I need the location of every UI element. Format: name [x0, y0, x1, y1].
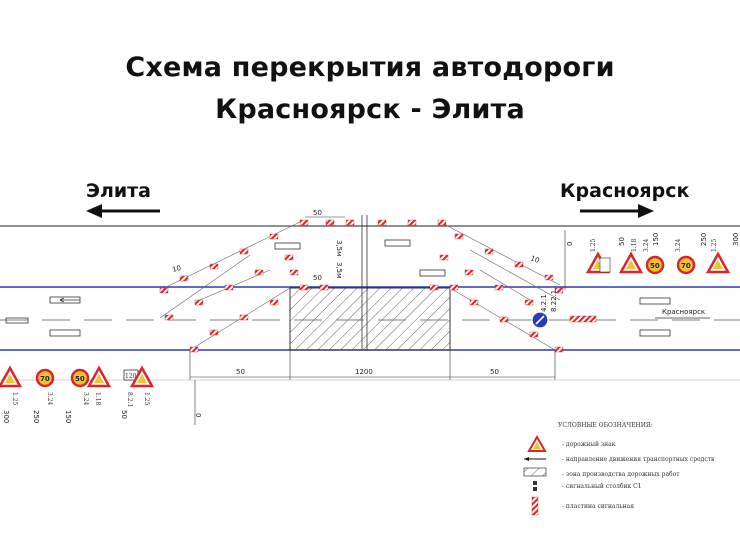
left-code-4: 1.18 — [94, 392, 101, 406]
legend-hatch-icon — [523, 467, 547, 477]
speed-limit-70-sign-icon — [35, 368, 55, 388]
right-code-4: 3.24 — [675, 238, 682, 252]
legend-sign-icon — [527, 434, 547, 452]
bump-sign-icon — [618, 251, 644, 274]
direction-label-right: Красноярск — [560, 180, 690, 202]
legend: УСЛОВНЫЕ ОБОЗНАЧЕНИЯ: - дорожный знак - … — [523, 422, 715, 516]
legend-item-plate: - пластина сигнальная — [562, 503, 634, 510]
legend-item-workzone: - зона производства дорожных работ — [562, 471, 680, 478]
roadworks-sign-icon — [705, 251, 731, 274]
dim-inner-50: 50 — [313, 274, 322, 282]
direction-arrow-right — [580, 204, 654, 218]
sign-group-left: 70 50 1200 — [0, 365, 155, 388]
speed-limit-70-sign-icon — [676, 255, 696, 275]
dim-taper-left: 10 — [171, 264, 182, 274]
dim-taper-right: 10 — [529, 254, 540, 265]
svg-text:70: 70 — [681, 262, 691, 270]
roadworks-sign-icon — [585, 251, 611, 274]
svg-text:1200: 1200 — [125, 373, 140, 380]
lane-arrows — [5, 239, 671, 337]
right-code-3: 3.24 — [643, 238, 650, 252]
left-code-1: 1.25 — [11, 392, 18, 406]
legend-arrow-icon — [524, 457, 546, 461]
speed-limit-50-sign-icon — [645, 255, 665, 275]
right-code-5: 1.25 — [711, 238, 718, 252]
dim-bottom-right: 50 — [490, 368, 499, 376]
bump-sign-icon — [86, 365, 112, 388]
left-distance-0: 0 — [194, 413, 202, 417]
right-distance-50: 50 — [618, 237, 626, 246]
dim-top-work: 50 — [313, 209, 322, 217]
post-code-2: 8.22.1 — [550, 290, 558, 312]
left-code-3: 3.24 — [82, 392, 89, 406]
left-code-5: 8.2.1 — [126, 392, 133, 407]
left-distance-300: 300 — [2, 410, 10, 423]
roadworks-sign-icon — [0, 365, 23, 388]
roadworks-sign-icon — [129, 365, 155, 388]
right-distance-300: 300 — [732, 233, 740, 246]
signal-plates — [159, 219, 597, 353]
svg-text:50: 50 — [75, 375, 85, 383]
svg-text:50: 50 — [650, 262, 660, 270]
legend-item-sign: - дорожный знак — [562, 441, 616, 448]
left-code-2: 3.24 — [46, 392, 53, 406]
right-code-1: 1.25 — [590, 238, 597, 252]
dimension-line-bottom — [189, 230, 566, 425]
post-code-1: 4.2.1 — [540, 294, 548, 312]
right-distance-250: 250 — [700, 233, 708, 246]
legend-plate-icon — [531, 496, 539, 516]
left-distance-50: 50 — [120, 410, 128, 419]
legend-title: УСЛОВНЫЕ ОБОЗНАЧЕНИЯ: — [558, 422, 653, 429]
direction-arrow-left — [86, 204, 160, 218]
right-distance-150: 150 — [652, 233, 660, 246]
legend-item-direction: - направление движения транспортных сред… — [562, 456, 715, 463]
svg-text:70: 70 — [40, 375, 50, 383]
speed-limit-50-sign-icon — [70, 368, 90, 388]
dim-lane-2: 3,5м — [335, 262, 343, 278]
dim-bottom-left: 50 — [236, 368, 245, 376]
dim-bottom-center: 1200 — [355, 368, 373, 376]
legend-item-post: - сигнальный столбик С1 — [562, 483, 642, 490]
dim-lane-1: 3,5м — [335, 240, 343, 256]
road-label-right: Красноярск — [662, 308, 705, 316]
left-code-6: 1.25 — [143, 392, 150, 406]
left-distance-250: 250 — [32, 410, 40, 423]
left-distance-150: 150 — [64, 410, 72, 423]
right-distance-0: 0 — [566, 242, 574, 246]
work-zone — [289, 287, 451, 351]
sign-group-right: 50 70 — [585, 251, 731, 275]
diagram-title-line1: Схема перекрытия автодороги — [125, 52, 615, 83]
diagram-title-line2: Красноярск - Элита — [215, 94, 525, 125]
direction-label-left: Элита — [86, 180, 152, 202]
right-code-2: 1.18 — [631, 238, 638, 252]
